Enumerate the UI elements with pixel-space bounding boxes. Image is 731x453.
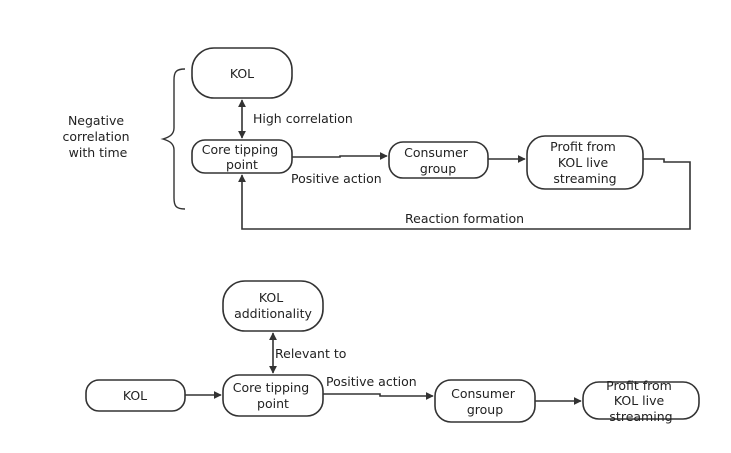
profit-node-bottom: Profit from KOL live streaming [582, 378, 700, 424]
consumer-group-node-bottom: Consumer group [434, 379, 536, 423]
kol-node-bottom: KOL [85, 379, 186, 412]
negative-correlation-brace [160, 68, 186, 210]
negative-correlation-label: Negative correlation with time [62, 113, 133, 160]
positive-action-label-bottom: Positive action [326, 374, 417, 389]
core-tipping-point-node-top-label: Core tipping point [202, 142, 282, 172]
consumer-group-node-top: Consumer group [388, 141, 489, 179]
kol-additionality-node-label: KOL additionality [234, 290, 312, 321]
positive-action-label-top: Positive action [291, 171, 382, 186]
profit-node-top-label: Profit from KOL live streaming [550, 139, 620, 186]
profit-node-top: Profit from KOL live streaming [526, 135, 644, 190]
consumer-group-node-bottom-label: Consumer group [451, 386, 519, 417]
edge-core-consumer-top [292, 152, 388, 160]
kol-additionality-node: KOL additionality [222, 280, 324, 332]
kol-node-bottom-label: KOL [123, 388, 147, 403]
edge-profit-feedback [238, 158, 691, 230]
kol-node-top-label: KOL [230, 66, 254, 81]
consumer-group-node-top-label: Consumer group [404, 145, 472, 176]
kol-node-top: KOL [191, 47, 293, 99]
profit-node-bottom-label: Profit from KOL live streaming [606, 378, 676, 424]
reaction-formation-label: Reaction formation [405, 211, 524, 226]
relevant-to-label: Relevant to [275, 346, 346, 361]
core-tipping-point-node-top: Core tipping point [191, 139, 293, 174]
core-tipping-point-node-bottom-label: Core tipping point [233, 380, 313, 411]
core-tipping-point-node-bottom: Core tipping point [222, 374, 324, 417]
high-correlation-label: High correlation [253, 111, 353, 126]
edge-core-consumer-bottom [323, 392, 434, 400]
